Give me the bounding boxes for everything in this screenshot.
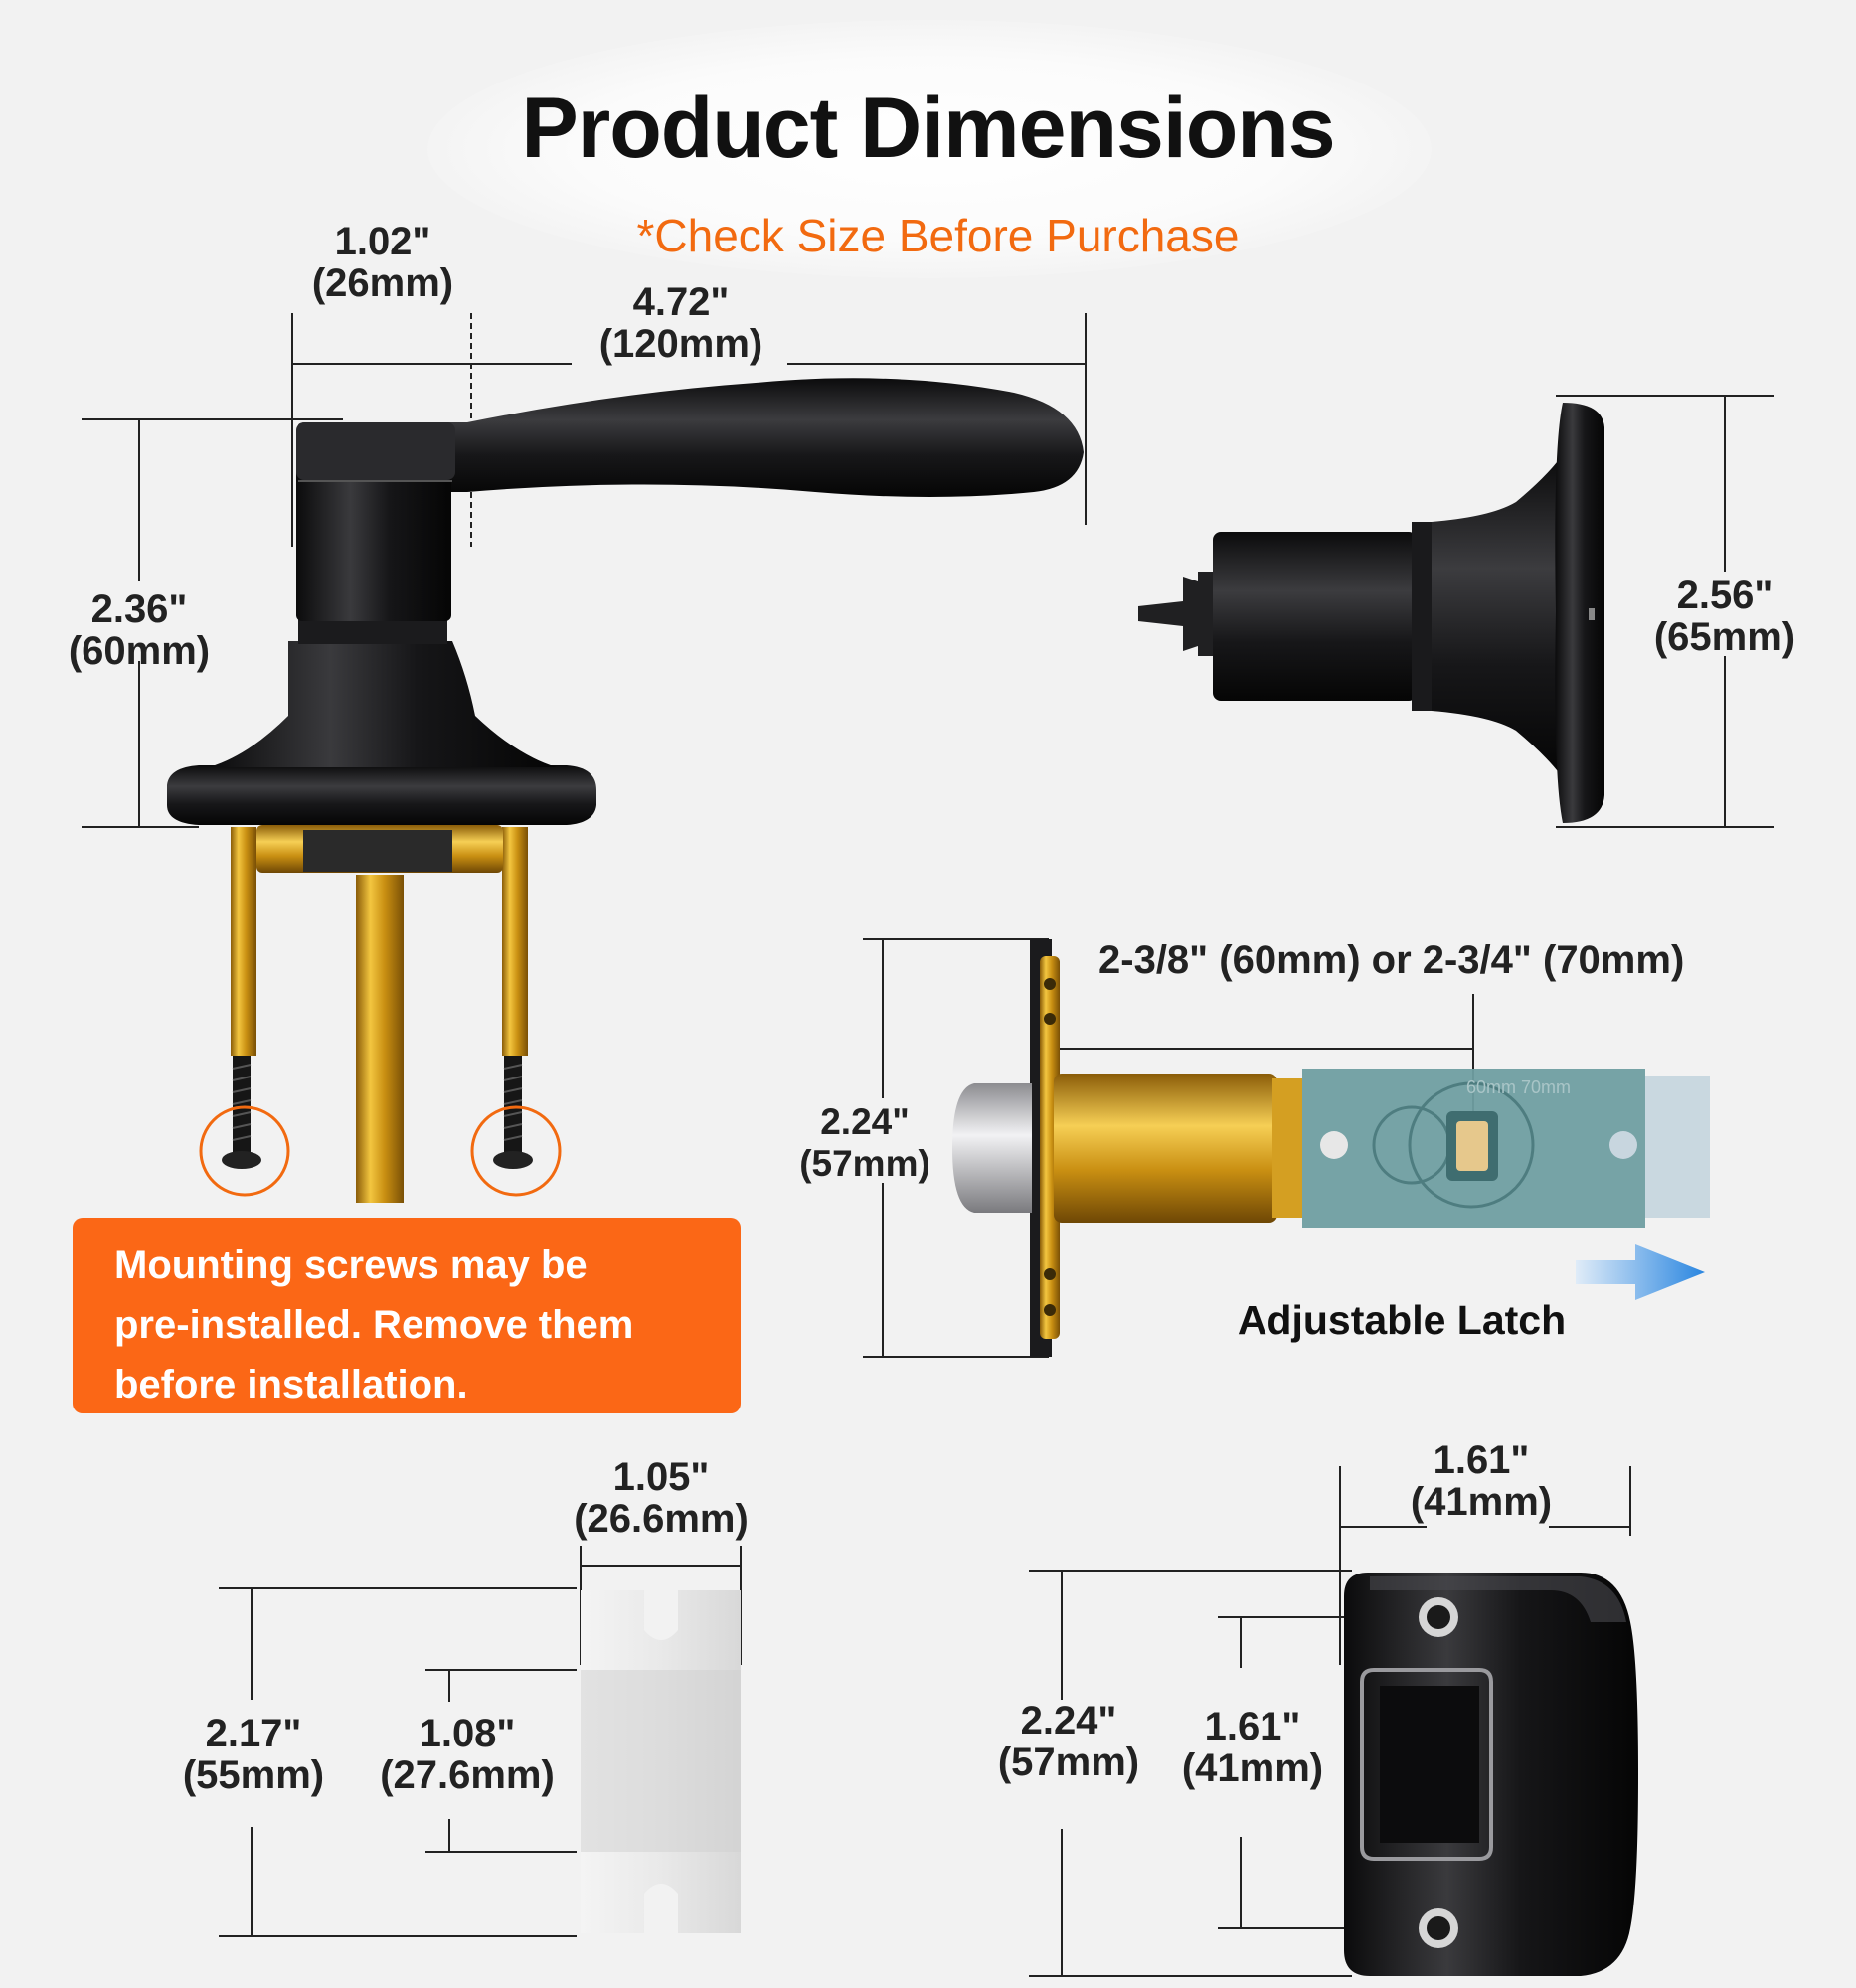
dustbox-height-label: 2.17"(55mm) bbox=[182, 1712, 325, 1797]
strike-width-label: 1.61"(41mm) bbox=[1410, 1438, 1553, 1524]
rose-diameter-label: 2.56"(65mm) bbox=[1653, 574, 1796, 659]
lever-dimension-lines bbox=[82, 313, 1087, 828]
latch-backset-label: 2-3/8" (60mm) or 2-3/4" (70mm) bbox=[1098, 938, 1685, 982]
strike-height-label: 2.24"(57mm) bbox=[997, 1699, 1140, 1784]
latch-illustration: 60mm 70mm bbox=[952, 939, 1710, 1357]
lever-height-label: 2.36"(60mm) bbox=[68, 587, 211, 673]
strike-holes-label: 1.61"(41mm) bbox=[1181, 1705, 1324, 1790]
strike-plate bbox=[1344, 1573, 1638, 1976]
page-title: Product Dimensions bbox=[521, 81, 1335, 176]
latch-face-height-label: 2.24"(57mm) bbox=[799, 1101, 930, 1184]
note-line-1: Mounting screws may be bbox=[114, 1243, 588, 1287]
mounting-screws-note: Mounting screws may be pre-installed. Re… bbox=[73, 1218, 741, 1413]
lever-handle bbox=[167, 378, 1084, 1203]
rose-dimension-lines bbox=[1556, 395, 1774, 828]
dustbox-inner-label: 1.08"(27.6mm) bbox=[380, 1712, 555, 1797]
screw-highlight-left bbox=[199, 1105, 290, 1197]
screw-highlight-right bbox=[470, 1105, 562, 1197]
title-glow bbox=[427, 20, 1432, 278]
strike-dimension-lines bbox=[1029, 1466, 1631, 1977]
latch-mark-60mm: 60mm bbox=[1466, 1077, 1516, 1097]
dustbox-dimension-lines bbox=[219, 1546, 742, 1937]
dustbox-width-label: 1.05"(26.6mm) bbox=[574, 1455, 749, 1541]
adjustable-latch-caption: Adjustable Latch bbox=[1237, 1297, 1567, 1343]
lever-width-label: 1.02"(26mm) bbox=[311, 220, 454, 305]
dust-box bbox=[581, 1590, 741, 1933]
note-line-2: pre-installed. Remove them bbox=[114, 1303, 634, 1347]
rose-side-view bbox=[1138, 403, 1604, 823]
adjust-arrow-icon bbox=[1576, 1244, 1705, 1300]
latch-mark-70mm: 70mm bbox=[1521, 1077, 1571, 1097]
lever-length-label: 4.72"(120mm) bbox=[598, 280, 763, 366]
note-line-3: before installation. bbox=[114, 1363, 468, 1407]
page-subtitle: *Check Size Before Purchase bbox=[636, 210, 1240, 261]
